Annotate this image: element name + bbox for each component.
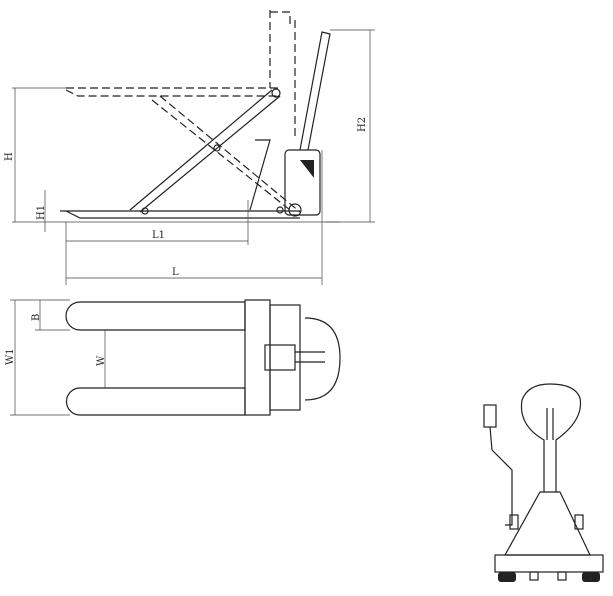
dim-B-label: B [31, 314, 42, 321]
dim-L1-label: L1 [152, 230, 165, 241]
dim-H1-label: H1 [36, 205, 47, 220]
dim-L-label: L [172, 267, 179, 278]
side-view: H H1 L1 L H2 [4, 10, 375, 285]
top-view: W1 B W [5, 299, 341, 416]
dim-W-label: W [96, 355, 107, 366]
dim-H-label: H [4, 152, 15, 161]
front-view [483, 383, 604, 582]
dim-W1-label: W1 [5, 348, 16, 365]
dim-H2-label: H2 [357, 117, 368, 132]
